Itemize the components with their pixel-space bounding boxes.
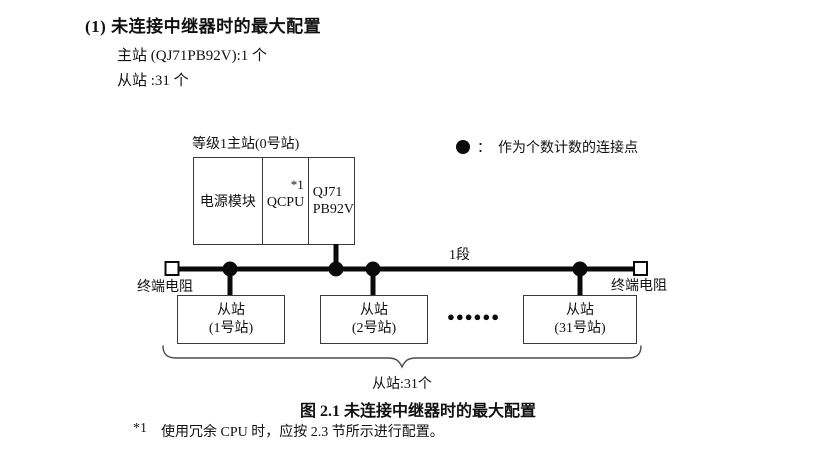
- legend: ： 作为个数计数的连接点: [456, 137, 638, 157]
- slave-station-31-box: 从站 (31号站): [523, 295, 637, 344]
- power-module-cell: 电源模块: [194, 158, 263, 244]
- slave-total-label: 从站:31个: [372, 377, 432, 392]
- terminator-label-right: 终端电阻: [611, 279, 667, 294]
- section-heading: (1) 未连接中继器时的最大配置: [85, 17, 322, 36]
- footnote-ref: *1: [290, 177, 304, 192]
- master-count-line: 主站 (QJ71PB92V):1 个: [117, 48, 268, 64]
- terminator-label-left: 终端电阻: [137, 280, 193, 295]
- legend-separator: ：: [477, 141, 491, 156]
- connection-point-icon: [456, 140, 470, 154]
- slave-count-line: 从站 :31 个: [117, 73, 189, 89]
- group-brace: [162, 345, 642, 369]
- connection-point-dot: [365, 261, 381, 277]
- connection-point-dot: [572, 261, 588, 277]
- qcpu-cell: *1 QCPU: [263, 158, 309, 244]
- terminator-right-icon: [633, 261, 648, 276]
- continuation-dots: ●●●●●●: [447, 309, 501, 324]
- connection-point-dot: [328, 261, 344, 277]
- slave-label: 从站: [360, 302, 388, 318]
- slave-station-number: (1号站): [208, 320, 254, 336]
- module-name-line1: QJ71: [312, 185, 343, 200]
- slave-station-number: (2号站): [351, 320, 397, 336]
- footnote-marker: *1: [133, 421, 147, 436]
- slave-station-number: (31号站): [554, 320, 606, 336]
- footnote-text: 使用冗余 CPU 时，应按 2.3 节所示进行配置。: [161, 425, 444, 440]
- power-module-label: 电源模块: [199, 195, 256, 210]
- slave-station-1-box: 从站 (1号站): [177, 295, 285, 344]
- figure-caption: 图 2.1 未连接中继器时的最大配置: [299, 403, 536, 420]
- master-station-label: 等级1主站(0号站): [192, 137, 300, 152]
- footnote: *1 使用冗余 CPU 时，应按 2.3 节所示进行配置。: [133, 421, 444, 441]
- slave-station-2-box: 从站 (2号站): [320, 295, 428, 344]
- terminator-left-icon: [164, 261, 180, 276]
- module-name-line2: PB92V: [312, 202, 354, 217]
- qj71pb92v-cell: QJ71 PB92V: [309, 158, 354, 244]
- master-station-box: 电源模块 *1 QCPU QJ71 PB92V: [193, 157, 355, 245]
- segment-label: 1段: [449, 248, 470, 263]
- slave-label: 从站: [566, 302, 594, 318]
- slave-label: 从站: [217, 302, 245, 318]
- legend-text: 作为个数计数的连接点: [498, 141, 638, 156]
- qcpu-label: QCPU: [266, 195, 305, 210]
- connection-point-dot: [222, 261, 238, 277]
